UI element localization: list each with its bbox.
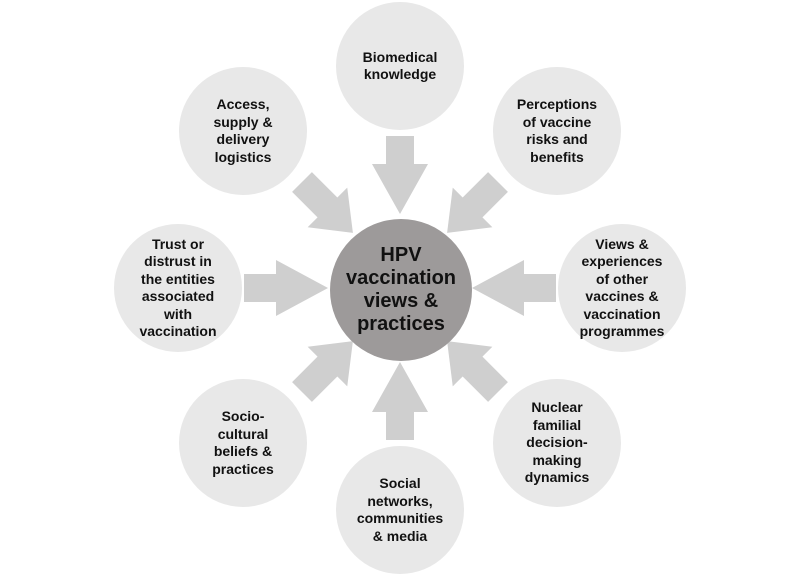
factor-circle-views-of-other-vaccines: Views & experiences of other vaccines & … [558,224,686,352]
factor-label: Biomedical knowledge [362,48,438,83]
factor-label: Perceptions of vaccine risks and benefit… [516,96,598,165]
factor-circle-nuclear-familial-decision-making: Nuclear familial decision- making dynami… [493,379,621,507]
arrow-from-social-networks [372,362,428,440]
arrow-from-biomedical-knowledge [372,136,428,214]
factor-label: Views & experiences of other vaccines & … [579,235,665,340]
factor-circle-perceptions-of-vaccine-risks: Perceptions of vaccine risks and benefit… [493,67,621,195]
arrow-from-views-of-other-vaccines [472,260,556,316]
arrow-from-socio-cultural-beliefs [292,341,353,402]
factor-circle-social-networks: Social networks, communities & media [336,446,464,574]
factor-label: Social networks, communities & media [356,475,444,544]
factor-label: Access, supply & delivery logistics [213,96,273,165]
factor-circle-socio-cultural-beliefs: Socio- cultural beliefs & practices [179,379,307,507]
center-circle-hpv-vaccination: HPV vaccination views & practices [330,219,472,361]
arrow-from-nuclear-familial-decision-making [447,341,508,402]
factor-circle-trust-or-distrust: Trust or distrust in the entities associ… [114,224,242,352]
factor-circle-access-supply-delivery: Access, supply & delivery logistics [179,67,307,195]
arrow-from-trust-or-distrust [244,260,328,316]
factor-label: Nuclear familial decision- making dynami… [524,399,590,486]
center-label: HPV vaccination views & practices [345,244,457,335]
arrow-from-perceptions-of-vaccine-risks [447,172,508,233]
factor-label: Trust or distrust in the entities associ… [139,235,217,340]
factor-label: Socio- cultural beliefs & practices [212,408,274,477]
arrow-from-access-supply-delivery [292,172,353,233]
factor-circle-biomedical-knowledge: Biomedical knowledge [336,2,464,130]
